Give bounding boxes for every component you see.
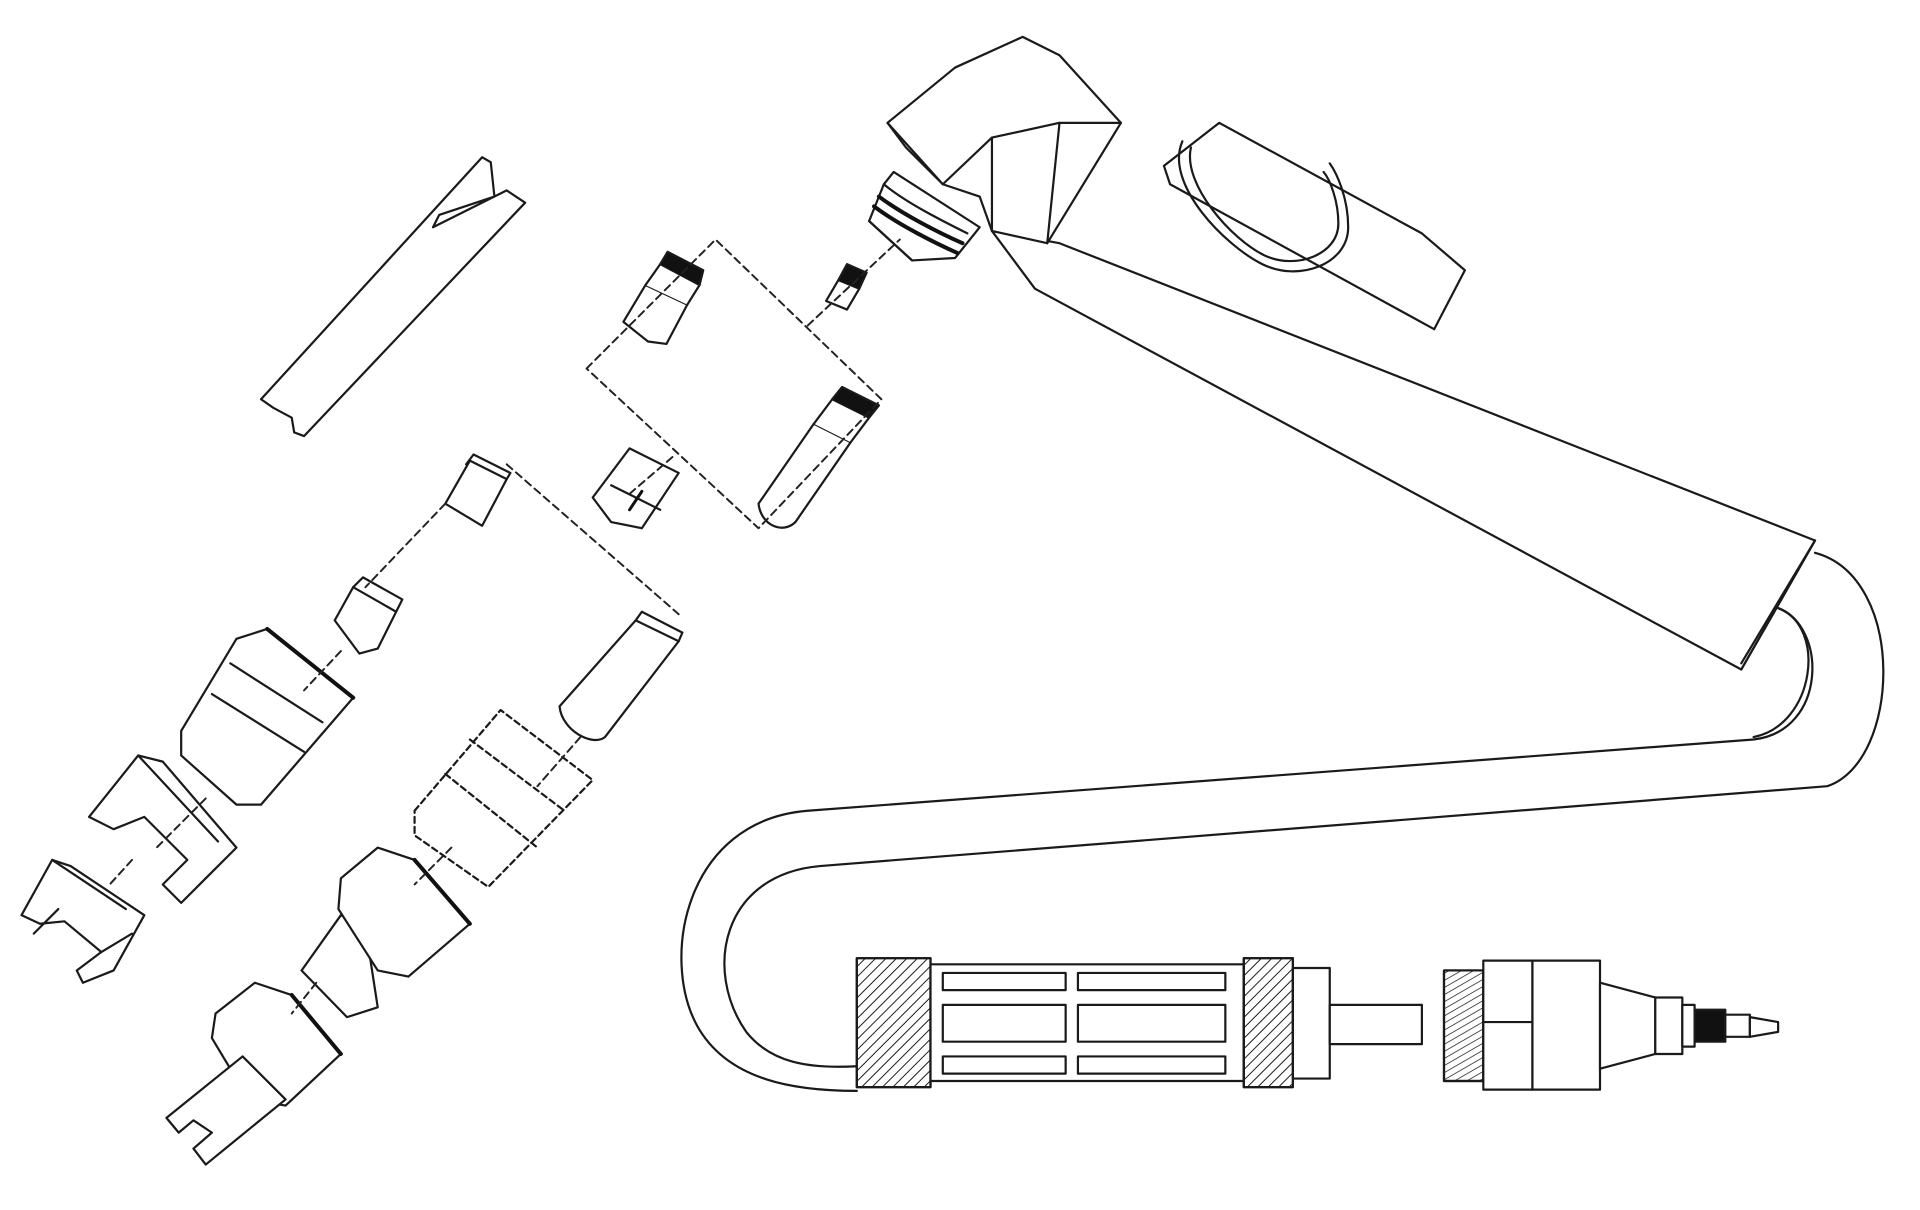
electrode-thread-pin bbox=[826, 264, 867, 309]
assembly-guide-lines bbox=[106, 238, 901, 1015]
electrode-short bbox=[623, 252, 703, 344]
cable-connector-sleeve bbox=[857, 958, 1422, 1087]
extended-cap-dashed bbox=[415, 710, 593, 887]
shield-cup-large bbox=[181, 629, 353, 805]
swirl-ring-large bbox=[445, 455, 510, 526]
shield-cup-short bbox=[166, 983, 340, 1165]
electrode-long bbox=[759, 387, 879, 528]
gas-fitting bbox=[1655, 997, 1778, 1054]
trigger-guard bbox=[1164, 123, 1465, 329]
standoff-guide-large bbox=[21, 860, 144, 983]
torch-cable bbox=[681, 553, 1883, 1091]
nozzle-tip bbox=[335, 577, 403, 653]
shield-cup-medium bbox=[302, 848, 470, 1018]
torch-head bbox=[869, 37, 1121, 261]
nozzle-retaining bbox=[560, 612, 683, 740]
standoff-guide-small bbox=[89, 755, 236, 902]
spanner-wrench-long bbox=[261, 157, 525, 436]
central-connector-adapter bbox=[1444, 961, 1655, 1090]
spanner-wrench-short bbox=[34, 909, 59, 934]
